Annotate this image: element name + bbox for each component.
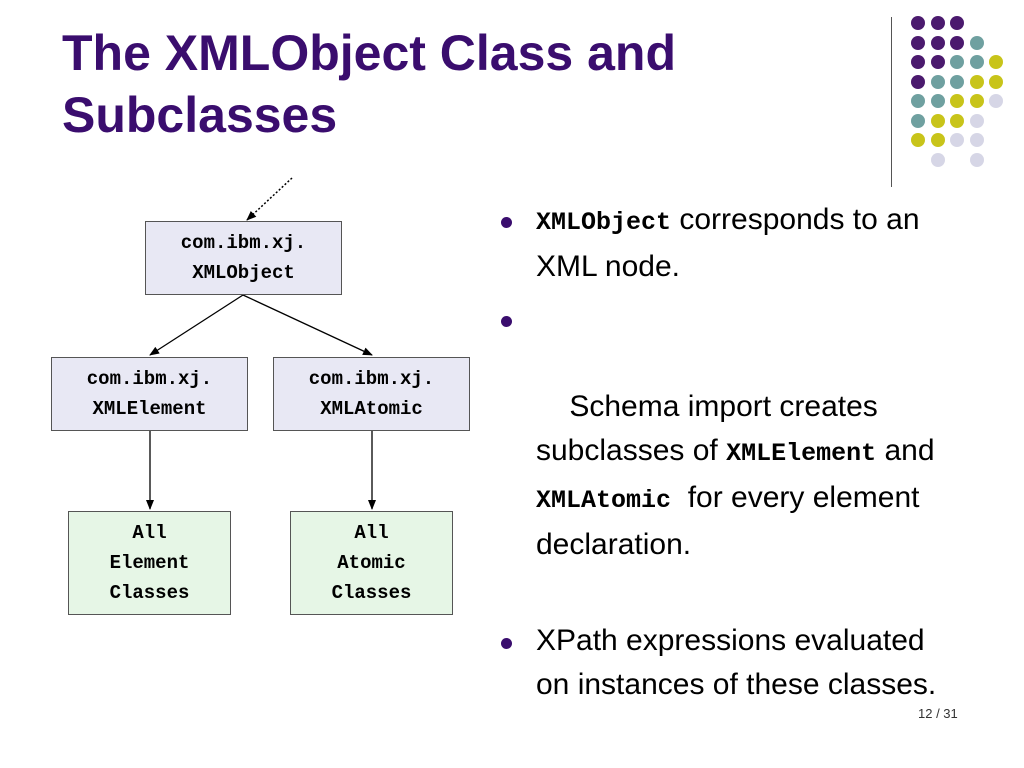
decorative-dot xyxy=(950,55,964,69)
decorative-dot xyxy=(989,94,1003,108)
decorative-dot xyxy=(930,133,945,147)
decorative-dot xyxy=(950,133,964,147)
xmlatomic-package: com.ibm.xj. xyxy=(308,368,435,390)
xmlelement-classname: XMLElement xyxy=(92,398,207,420)
decorative-dot xyxy=(911,74,925,89)
decorative-dot xyxy=(930,94,945,108)
decorative-vertical-line xyxy=(891,17,892,187)
all-atomic-classes-box: All Atomic Classes xyxy=(290,511,453,615)
element-classes-line-2: Element xyxy=(109,552,190,574)
bullet-text: corresponds to an XML node. xyxy=(536,203,920,283)
atomic-classes-line-1: All xyxy=(354,522,389,544)
decorative-dot xyxy=(969,35,984,50)
decorative-dot xyxy=(969,113,984,128)
decorative-dot xyxy=(930,55,945,69)
decorative-dot xyxy=(930,113,945,128)
decorative-dot xyxy=(989,55,1003,69)
decorative-dot xyxy=(911,16,925,30)
decorative-dot xyxy=(911,35,925,50)
decorative-dot xyxy=(969,94,984,108)
code-xmlobject: XMLObject xyxy=(536,208,672,237)
bullet-text: and xyxy=(876,434,943,467)
bullet-dot-icon xyxy=(501,638,512,649)
code-xmlatomic: XMLAtomic xyxy=(536,486,672,515)
inbound-dotted-arrow xyxy=(246,177,293,221)
decorative-dot xyxy=(911,113,925,128)
decorative-dot xyxy=(911,133,925,147)
xmlobject-package: com.ibm.xj. xyxy=(180,232,307,254)
decorative-dot xyxy=(989,74,1003,89)
bullet-item-schema-import: Schema import creates subclasses of XMLE… xyxy=(497,297,957,611)
slide-title: The XMLObject Class and Subclasses xyxy=(62,22,676,146)
decorative-dot xyxy=(969,152,984,167)
arrow-xmlobject-to-xmlelement xyxy=(149,294,244,356)
decorative-dot xyxy=(930,35,945,50)
bullet-dot-icon xyxy=(501,217,512,228)
decorative-dot xyxy=(930,74,945,89)
decorative-dot xyxy=(950,16,964,30)
slide-title-line-2: Subclasses xyxy=(62,87,338,143)
element-classes-line-3: Classes xyxy=(109,582,190,604)
atomic-classes-line-2: Atomic xyxy=(337,552,406,574)
xmlatomic-class-box: com.ibm.xj. XMLAtomic xyxy=(273,357,470,431)
arrow-xmlobject-to-xmlatomic xyxy=(242,294,373,356)
bullet-text: for every element declaration. xyxy=(536,481,928,561)
decorative-dot xyxy=(950,35,964,50)
decorative-dot xyxy=(950,74,964,89)
decorative-dot xyxy=(911,94,925,108)
page-number: 12 / 31 xyxy=(918,706,958,721)
xmlobject-class-box: com.ibm.xj. XMLObject xyxy=(145,221,342,295)
decorative-dot xyxy=(930,16,945,30)
bullet-list: XMLObject corresponds to an XML node. Sc… xyxy=(497,198,957,715)
decorative-dot xyxy=(969,55,984,69)
xmlobject-classname: XMLObject xyxy=(192,262,295,284)
decorative-dot xyxy=(950,94,964,108)
bullet-text: XPath expressions evaluated on instances… xyxy=(536,624,937,701)
element-classes-line-1: All xyxy=(132,522,167,544)
code-xmlelement: XMLElement xyxy=(726,439,877,468)
bullet-dot-icon xyxy=(501,316,512,327)
decorative-dot xyxy=(911,55,925,69)
decorative-dot xyxy=(969,74,984,89)
bullet-item-xpath: XPath expressions evaluated on instances… xyxy=(497,619,957,707)
xmlatomic-classname: XMLAtomic xyxy=(320,398,423,420)
decorative-dot xyxy=(969,133,984,147)
xmlelement-class-box: com.ibm.xj. XMLElement xyxy=(51,357,248,431)
all-element-classes-box: All Element Classes xyxy=(68,511,231,615)
bullet-text: Schema import creates subclasses of xyxy=(536,390,887,467)
bullet-item-xmlobject: XMLObject corresponds to an XML node. xyxy=(497,198,957,289)
decorative-dot xyxy=(930,152,945,167)
decorative-dot xyxy=(950,113,964,128)
xmlelement-package: com.ibm.xj. xyxy=(86,368,213,390)
slide-title-line-1: The XMLObject Class and xyxy=(62,25,677,81)
atomic-classes-line-3: Classes xyxy=(331,582,412,604)
